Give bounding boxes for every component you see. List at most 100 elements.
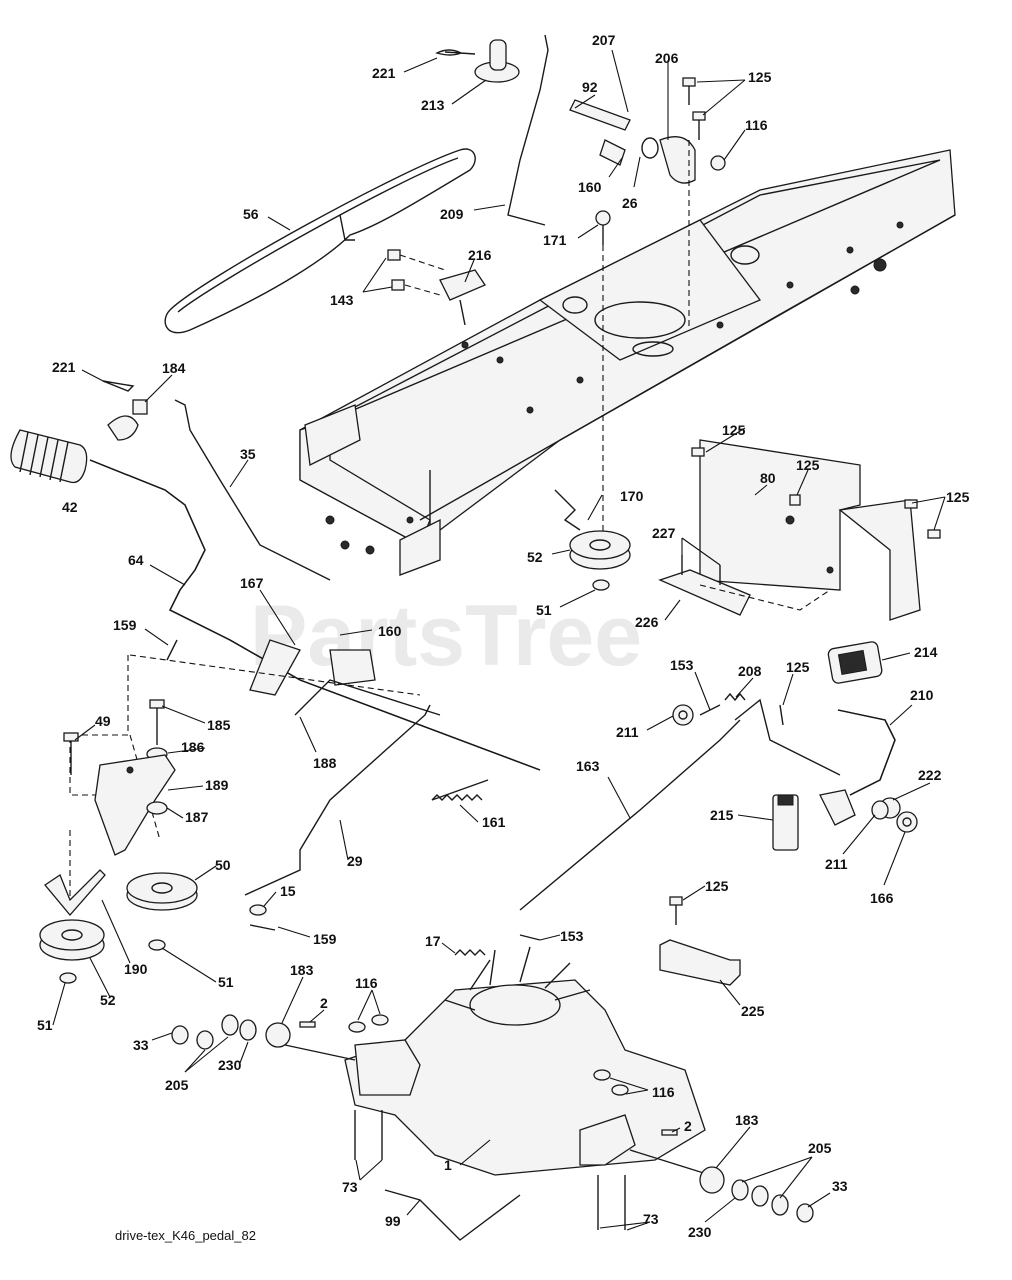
callout-51-bottom: 51 (37, 1017, 53, 1033)
part-56-drive-belt (164, 148, 476, 334)
callout-161: 161 (482, 814, 506, 830)
callout-99: 99 (385, 1213, 401, 1229)
part-171-bolt (595, 210, 611, 540)
callout-1: 1 (444, 1157, 452, 1173)
part-226-plate (658, 569, 831, 616)
part-125-bolts-right (691, 447, 941, 539)
callout-227: 227 (652, 525, 676, 541)
part-15-washer (249, 904, 267, 916)
part-211-bushing-a (672, 704, 694, 726)
callout-230: 230 (218, 1057, 242, 1073)
callout-125-lower: 125 (705, 878, 729, 894)
callout-116-left: 116 (355, 975, 378, 991)
callout-80: 80 (760, 470, 776, 486)
callout-206: 206 (655, 50, 679, 66)
callout-207: 207 (592, 32, 616, 48)
part-99-rod (384, 1189, 521, 1241)
callout-171: 171 (543, 232, 567, 248)
callout-labels: 221 213 92 207 206 125 116 160 26 209 17… (37, 32, 970, 1240)
part-211-bushing-b (871, 800, 889, 820)
part-225-bracket (659, 939, 741, 986)
callout-226: 226 (635, 614, 659, 630)
part-2-keys (299, 1021, 678, 1136)
frame-chassis (299, 149, 956, 576)
part-49-bolt (63, 732, 79, 775)
callout-209: 209 (440, 206, 464, 222)
callout-225: 225 (741, 1003, 765, 1019)
part-216-bracket (399, 254, 486, 326)
part-35-rod (174, 399, 331, 581)
part-161-spring (431, 779, 489, 801)
part-167-bracket (249, 639, 376, 696)
part-188-shaft (294, 679, 441, 716)
callout-208: 208 (738, 663, 762, 679)
part-153-pin-b (519, 934, 541, 941)
part-143-bolts (387, 249, 405, 291)
callout-184: 184 (162, 360, 186, 376)
callout-167: 167 (240, 575, 264, 591)
callout-205: 205 (165, 1077, 189, 1093)
callout-125-frame: 125 (722, 422, 746, 438)
callout-160-left: 160 (378, 623, 402, 639)
callout-159-lower: 159 (313, 931, 337, 947)
callout-29: 29 (347, 853, 363, 869)
callout-187: 187 (185, 809, 209, 825)
part-214-pedal-pad (827, 641, 883, 684)
part-51-nut-bottom (59, 972, 77, 984)
callout-17: 17 (425, 933, 441, 949)
part-pedal-shaft-right (734, 698, 841, 776)
callout-211-right: 211 (825, 856, 848, 872)
callout-230-right: 230 (688, 1224, 712, 1240)
part-1-transaxle (284, 946, 711, 1176)
callout-64: 64 (128, 552, 144, 568)
callout-211: 211 (616, 724, 639, 740)
part-116-nuts (348, 1014, 629, 1096)
callout-160: 160 (578, 179, 602, 195)
part-206-plate (641, 136, 696, 184)
callout-33: 33 (133, 1037, 149, 1053)
part-51-nut-center (592, 579, 610, 591)
callout-153-lower: 153 (560, 928, 584, 944)
callout-33-right: 33 (832, 1178, 848, 1194)
part-125-bolt-pedal (779, 704, 784, 726)
callout-214: 214 (914, 644, 938, 660)
part-187-washer (146, 801, 168, 815)
watermark: PartsTree (250, 588, 642, 684)
part-163-rod (519, 719, 741, 911)
part-42-grip (10, 429, 88, 484)
part-159-pin (166, 639, 178, 661)
callout-116: 116 (745, 117, 768, 133)
callout-216: 216 (468, 247, 492, 263)
callout-73-right: 73 (643, 1211, 659, 1227)
part-29-rod (244, 704, 431, 896)
callout-205-right: 205 (808, 1140, 832, 1156)
part-52-pulley-left (39, 919, 105, 961)
part-166-washer (896, 811, 918, 833)
frame-holes (325, 221, 904, 555)
part-227-bolts (681, 555, 721, 585)
callout-73: 73 (342, 1179, 358, 1195)
callout-170: 170 (620, 488, 644, 504)
part-51-nut-left (148, 939, 166, 951)
callout-51-pulley: 51 (218, 974, 234, 990)
callout-213: 213 (421, 97, 445, 113)
callout-2: 2 (320, 995, 328, 1011)
callout-188: 188 (313, 755, 337, 771)
callout-125: 125 (748, 69, 772, 85)
part-50-pulley (126, 872, 198, 911)
part-185-bolt (149, 699, 165, 745)
part-190-bracket (44, 869, 106, 917)
washers-right-axle (699, 1166, 814, 1223)
part-73-bolts (354, 1110, 626, 1230)
part-184-pad (107, 399, 148, 441)
part-215-pad (772, 794, 799, 851)
callout-49: 49 (95, 713, 111, 729)
callout-52-center: 52 (527, 549, 543, 565)
callout-221-left: 221 (52, 359, 76, 375)
callout-159: 159 (113, 617, 137, 633)
diagram-caption: drive-tex_K46_pedal_82 (115, 1228, 256, 1243)
callout-143: 143 (330, 292, 354, 308)
part-52-pulley-center (569, 530, 631, 570)
callout-190: 190 (124, 961, 148, 977)
